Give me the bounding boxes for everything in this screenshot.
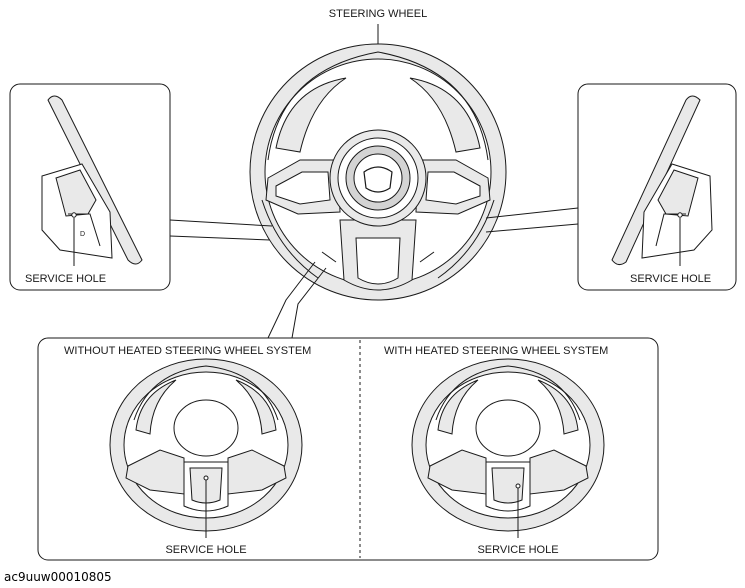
main-steering-wheel [249,43,507,301]
wheel-without-heated [109,358,303,538]
figure-code: ac9uuw00010805 [4,570,112,584]
bottom-detail-panel [37,337,659,561]
without-heated-label: WITHOUT HEATED STEERING WHEEL SYSTEM [64,345,311,357]
svg-text:D: D [80,231,85,238]
right-service-hole-label: SERVICE HOLE [630,273,711,285]
bottom-left-service-hole-label: SERVICE HOLE [165,544,246,556]
wheel-with-heated [411,358,605,538]
bottom-right-service-hole-label: SERVICE HOLE [477,544,558,556]
right-detail-panel [577,83,737,291]
with-heated-label: WITH HEATED STEERING WHEEL SYSTEM [384,345,608,357]
left-service-hole-label: SERVICE HOLE [25,273,106,285]
steering-wheel-label: STEERING WHEEL [329,8,427,20]
left-detail-panel: D [9,83,171,291]
